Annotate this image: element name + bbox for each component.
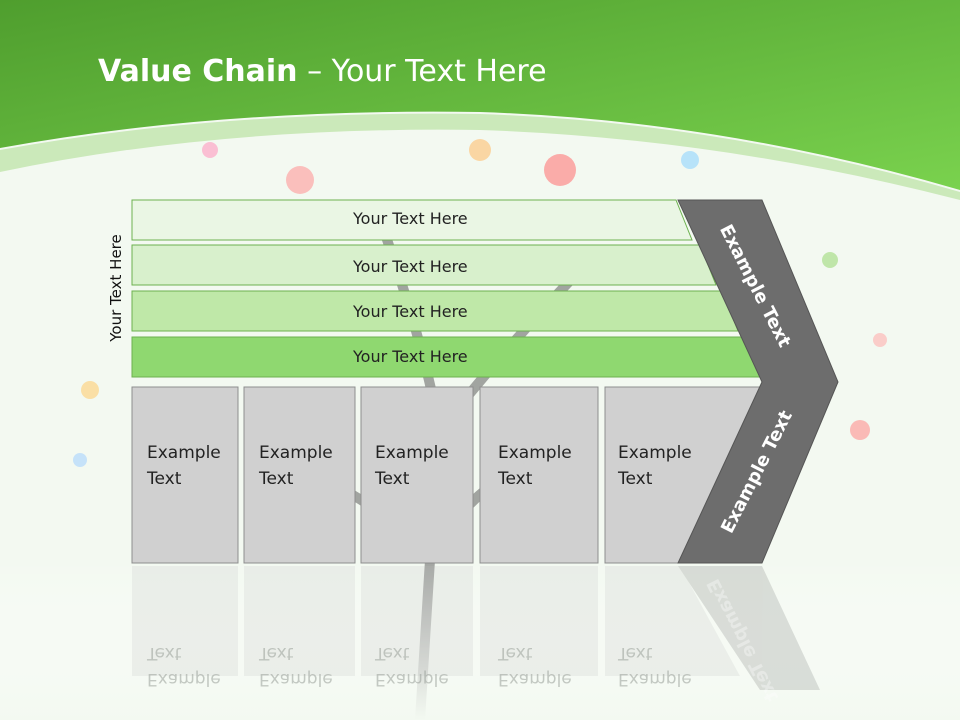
box-reflection-5: Example Text [618,640,692,692]
margin-chevron [677,199,839,564]
title-rest: – Your Text Here [307,54,547,89]
box-label-5-line2: Text [618,469,653,489]
box-reflection-3-line2: Text [375,643,410,663]
box-label-1: Example Text [147,440,221,492]
row-label-4: Your Text Here [353,347,468,366]
box-label-2: Example Text [259,440,333,492]
row-label-3: Your Text Here [353,302,468,321]
side-label: Your Text Here [107,234,125,342]
activity-box-3 [360,386,474,564]
activity-box-1 [131,386,239,564]
slide-title: Value Chain – Your Text Here [98,54,547,89]
box-label-3-line2: Text [375,469,410,489]
activity-box-2 [243,386,356,564]
reflection [132,566,820,690]
box-label-4-line2: Text [498,469,533,489]
box-reflection-4-line2: Text [498,643,533,663]
box-label-5-line1: Example [618,443,692,463]
box-label-2-line2: Text [259,469,294,489]
box-reflection-4-line1: Example [498,669,572,689]
box-reflection-1-line1: Example [147,669,221,689]
box-reflection-5-line2: Text [618,643,653,663]
box-label-1-line1: Example [147,443,221,463]
title-bold: Value Chain [98,54,298,89]
box-reflection-3: Example Text [375,640,449,692]
activity-box-4 [479,386,599,564]
row-label-1: Your Text Here [353,209,468,228]
row-bar-2 [131,244,717,286]
box-reflection-2-line2: Text [259,643,294,663]
box-label-3: Example Text [375,440,449,492]
row-label-2: Your Text Here [353,257,468,276]
box-reflection-5-line1: Example [618,669,692,689]
box-reflection-2-line1: Example [259,669,333,689]
box-reflection-3-line1: Example [375,669,449,689]
box-reflection-2: Example Text [259,640,333,692]
box-label-4-line1: Example [498,443,572,463]
box-label-4: Example Text [498,440,572,492]
box-reflection-1: Example Text [147,640,221,692]
header-band [0,0,960,190]
box-label-1-line2: Text [147,469,182,489]
box-label-2-line1: Example [259,443,333,463]
box-reflection-1-line2: Text [147,643,182,663]
box-label-5: Example Text [618,440,692,492]
row-bar-1 [131,199,693,241]
box-label-3-line1: Example [375,443,449,463]
box-reflection-4: Example Text [498,640,572,692]
